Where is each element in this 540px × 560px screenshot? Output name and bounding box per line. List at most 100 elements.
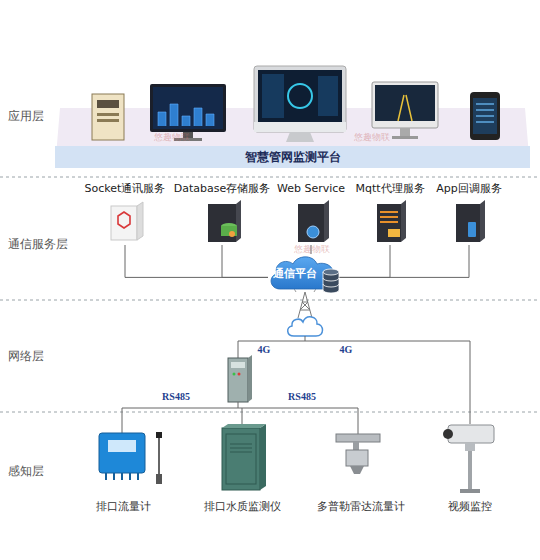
phone-symbol <box>468 222 476 237</box>
cloud-outline <box>271 257 336 289</box>
screen-graphic <box>476 104 494 122</box>
monitor-icon <box>372 82 438 128</box>
cabinet-side <box>260 424 266 490</box>
service-server: Mqtt代理服务 <box>350 182 430 245</box>
screen-panel <box>318 76 338 116</box>
layer-name: 网络层 <box>8 348 44 365</box>
bus-type: RS485 <box>288 391 316 402</box>
connector-line <box>311 245 312 254</box>
watermark: 悠趣物联 <box>294 243 330 256</box>
cabinet-vents <box>230 444 252 452</box>
monitor-base <box>174 138 202 141</box>
layer-name: 应用层 <box>8 108 44 125</box>
database-cylinder <box>221 223 237 229</box>
tablet-screen <box>473 98 497 134</box>
gateway-panel <box>231 362 245 368</box>
monitor-stand <box>183 132 193 138</box>
node-label: 多普勒雷达流量计 <box>317 500 405 514</box>
gateway-side <box>248 355 252 402</box>
layer-name: 通信服务层 <box>8 236 68 253</box>
meter-display <box>108 440 136 452</box>
database-cylinder-ring <box>323 278 339 287</box>
database-cylinder <box>221 226 237 236</box>
database-server-icon <box>208 204 236 242</box>
screen-panel <box>262 74 284 118</box>
screen-graphic <box>158 104 214 126</box>
icon-side <box>480 200 485 242</box>
monitor-stand <box>400 128 410 136</box>
icon-side <box>324 200 329 242</box>
server-stripes <box>380 212 398 222</box>
sensor-device: 多普勒雷达流量计 <box>306 428 416 514</box>
sensor-device: 排口水质监测仪 <box>192 424 292 514</box>
service-server: Database存储服务 <box>172 182 272 245</box>
service-server: App回调服务 <box>434 182 504 245</box>
connector-line <box>125 245 268 277</box>
node-label: Web Service <box>277 182 345 196</box>
monitor-icon <box>150 84 226 132</box>
water-quality-cabinet <box>222 428 260 490</box>
radar-horn <box>350 466 364 474</box>
icon-side <box>236 200 241 242</box>
service-server: Socket通讯服务 <box>82 182 168 245</box>
socket-service-icon <box>111 206 137 240</box>
database-cylinder-icon <box>323 272 339 293</box>
probe-head <box>156 432 162 438</box>
server-bay <box>97 100 119 108</box>
watermark: 悠趣物联 <box>154 131 190 144</box>
server-slot <box>97 113 119 116</box>
radar-bracket <box>336 434 380 442</box>
database-cylinder-top <box>323 269 339 275</box>
envelope-symbol <box>388 229 400 237</box>
antenna-tower <box>298 292 312 318</box>
radar-mount <box>353 442 359 450</box>
cabinet-top <box>222 424 266 428</box>
bus-type: RS485 <box>162 391 190 402</box>
app-layer-band <box>55 108 530 168</box>
node-label: 视频监控 <box>448 500 492 514</box>
gateway-led <box>238 373 241 376</box>
app-server-icon <box>456 204 480 242</box>
icon-side <box>401 200 406 242</box>
network-cloud-icon <box>288 317 323 336</box>
node-label: 排口水质监测仪 <box>204 500 281 514</box>
layer-divider <box>0 177 540 412</box>
user-symbol <box>229 231 235 237</box>
monitor-base <box>392 136 418 139</box>
monitor-screen <box>375 85 435 121</box>
icon-side <box>137 202 143 240</box>
mqtt-server-icon <box>377 204 401 242</box>
rs485-bus-line <box>122 402 358 434</box>
connector-line <box>338 245 469 277</box>
node-label: Socket通讯服务 <box>85 182 166 196</box>
sensor-device: 排口流量计 <box>78 428 168 514</box>
node-label: Mqtt代理服务 <box>355 182 424 196</box>
camera-base <box>460 489 480 493</box>
flow-meter-icon <box>99 433 145 473</box>
meter-glands <box>106 473 138 480</box>
desktop-stand <box>286 132 314 142</box>
layer-name: 感知层 <box>8 463 44 480</box>
watermark: 悠趣物联 <box>354 131 390 144</box>
desktop-chin <box>254 122 346 132</box>
gateway-led <box>233 373 236 376</box>
communication-cloud: 通信平台 <box>268 254 338 290</box>
link-type: 4G <box>340 344 353 355</box>
node-label: 智慧管网监测平台 <box>245 150 341 164</box>
service-server: Web Service <box>276 182 346 245</box>
sensor-device: 视频监控 <box>430 420 510 514</box>
node-label: App回调服务 <box>436 182 502 196</box>
gateway-device <box>228 358 248 402</box>
connector-line <box>338 245 390 277</box>
socket-symbol <box>118 212 130 228</box>
probe-sensor <box>156 474 162 484</box>
tablet-icon <box>470 92 500 140</box>
wireless-link-line <box>238 336 470 424</box>
globe-symbol <box>307 226 319 238</box>
platform-bar: 智慧管网监测平台 <box>55 146 530 168</box>
camera-pole <box>468 451 472 489</box>
node-label: Database存储服务 <box>174 182 271 196</box>
screen-dial <box>288 84 312 108</box>
camera-head-mount <box>465 443 475 451</box>
cabinet-door <box>226 434 256 484</box>
